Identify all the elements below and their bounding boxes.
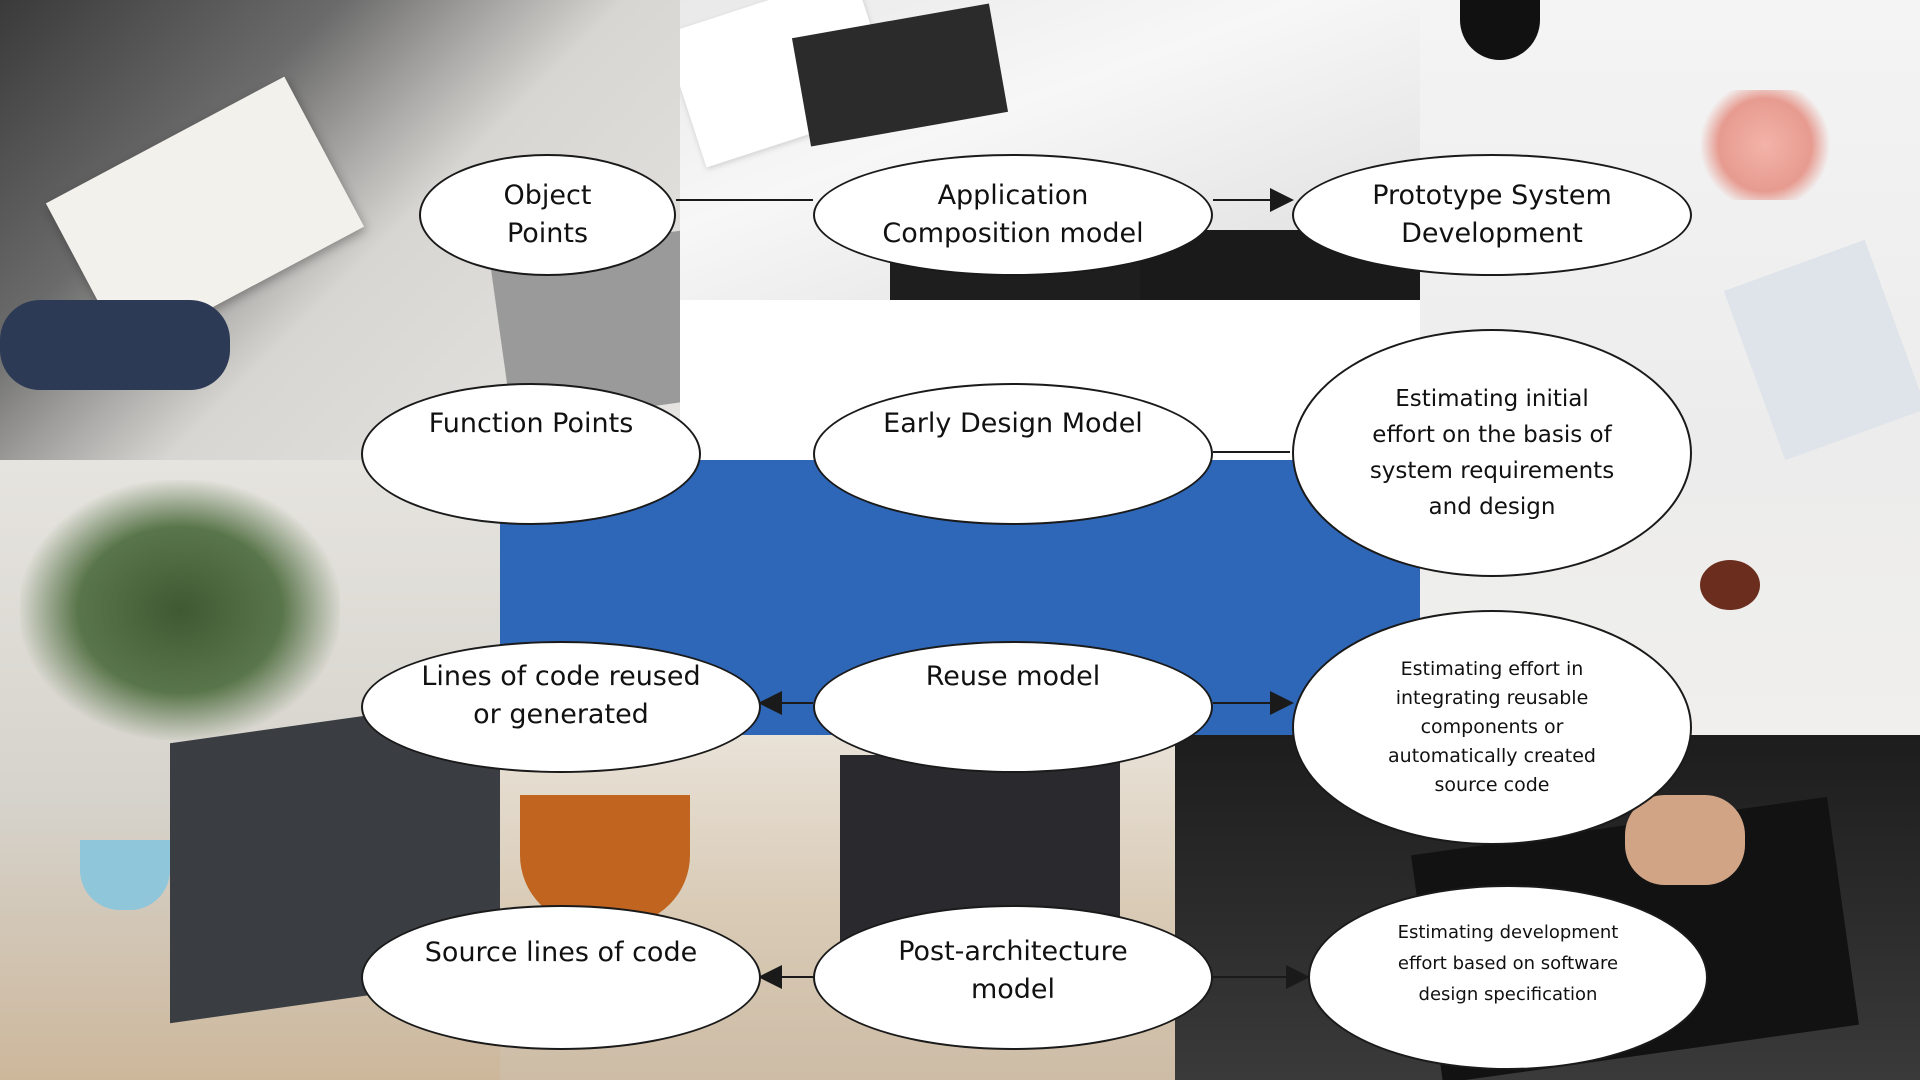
cup-shape (80, 840, 170, 910)
ellipse-text-line: integrating reusable (1395, 687, 1589, 709)
model-ellipse-reuse: Reuse model (813, 641, 1213, 773)
hand-shape (1625, 795, 1745, 885)
ellipse-text-line: effort based on software (1397, 953, 1619, 974)
ellipse-text-line: or generated (473, 699, 649, 730)
usage-ellipse-estimating-reuse-effort: Estimating effort in integrating reusabl… (1292, 610, 1692, 845)
model-ellipse-application-composition: Application Composition model (813, 154, 1213, 276)
ellipse-text-line: Development (1401, 218, 1583, 249)
input-ellipse-object-points: Object Points (419, 154, 676, 276)
ellipse-text-line: automatically created (1388, 745, 1596, 767)
photo-plants-left (0, 460, 500, 1080)
input-ellipse-lines-of-code-reused: Lines of code reused or generated (361, 641, 761, 773)
ellipse-text-line: Application (937, 180, 1089, 211)
ellipse-text-line: Post-architecture (898, 935, 1128, 967)
usage-ellipse-estimating-development-effort: Estimating development effort based on s… (1308, 885, 1708, 1070)
ellipse-text-line: Composition model (882, 218, 1144, 249)
plant-shape (20, 480, 340, 740)
flowers-shape (1690, 90, 1840, 200)
usage-ellipse-prototype-system: Prototype System Development (1292, 154, 1692, 276)
ellipse-text-line: Source lines of code (424, 936, 698, 968)
ellipse-text-line: Function Points (428, 408, 634, 439)
ellipse-text-line: and design (1428, 494, 1556, 520)
input-ellipse-source-lines-of-code: Source lines of code (361, 905, 761, 1050)
usage-ellipse-estimating-initial-effort: Estimating initial effort on the basis o… (1292, 329, 1692, 577)
ellipse-text-line: design specification (1418, 984, 1598, 1005)
input-ellipse-function-points: Function Points (361, 383, 701, 525)
ellipse-text-line: Points (506, 218, 589, 249)
ellipse-text-line: model (970, 973, 1056, 1005)
arm-shape (0, 300, 230, 390)
muffin-shape (1700, 560, 1760, 610)
model-ellipse-post-architecture: Post-architecture model (813, 905, 1213, 1050)
ellipse-text-line: components or (1420, 716, 1564, 738)
ellipse-text-line: source code (1434, 774, 1550, 796)
ellipse-text-line: Object (503, 180, 592, 211)
ellipse-text-line: system requirements (1369, 458, 1615, 484)
mug-shape (520, 795, 690, 925)
ellipse-text-line: Estimating initial (1395, 386, 1589, 412)
ellipse-text-line: Reuse model (925, 661, 1101, 692)
ellipse-text-line: Estimating development (1397, 922, 1619, 943)
ellipse-text-line: Estimating effort in (1400, 658, 1584, 680)
model-ellipse-early-design: Early Design Model (813, 383, 1213, 525)
ellipse-text-line: Early Design Model (883, 408, 1143, 439)
ellipse-text-line: Lines of code reused (421, 661, 701, 692)
ellipse-text-line: effort on the basis of (1372, 422, 1612, 448)
ellipse-text-line: Prototype System (1372, 180, 1612, 211)
